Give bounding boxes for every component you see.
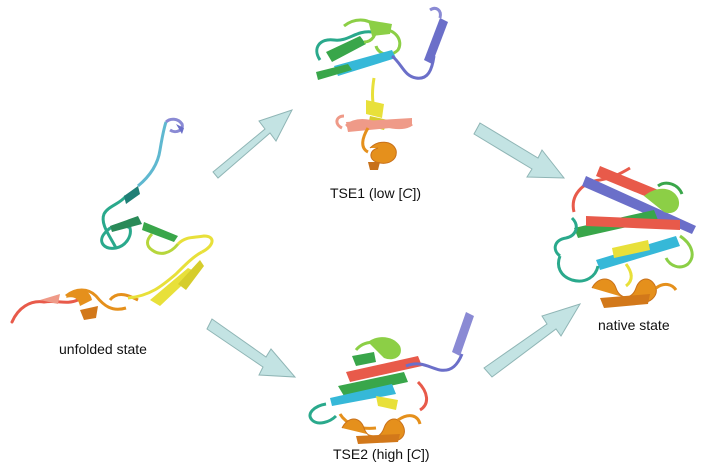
arrow-unfolded-to-tse1 [212, 109, 294, 179]
tse2-structure [308, 312, 474, 444]
tse1-label-suffix: ]) [412, 185, 422, 201]
unfolded-structure [10, 117, 214, 324]
arrow-tse2-to-native [483, 303, 582, 378]
tse1-label-prefix: TSE1 (low [ [330, 185, 403, 201]
unfolded-state-label: unfolded state [59, 341, 147, 357]
tse1-label: TSE1 (low [C]) [330, 185, 421, 201]
tse1-label-symbol: C [402, 185, 413, 201]
tse2-label-symbol: C [410, 446, 421, 462]
arrow-unfolded-to-tse2 [206, 318, 297, 378]
arrow-tse1-to-native [473, 122, 566, 179]
tse2-label-suffix: ]) [420, 446, 430, 462]
tse2-label: TSE2 (high [C]) [333, 446, 430, 462]
tse2-label-prefix: TSE2 (high [ [333, 446, 411, 462]
native-structure [553, 166, 696, 308]
native-state-label: native state [598, 317, 670, 333]
tse1-structure [315, 6, 448, 170]
